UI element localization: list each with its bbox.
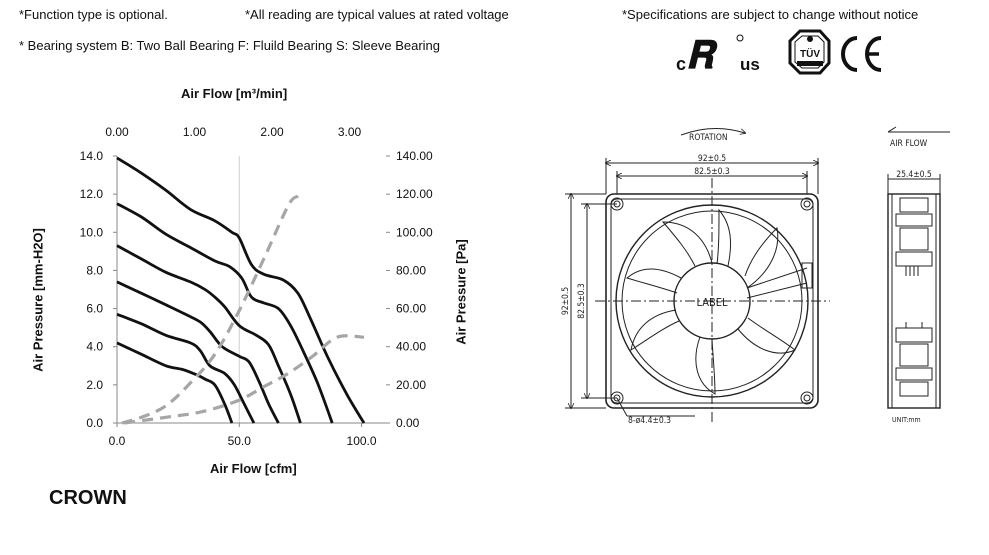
right-tick-label: 120.00 <box>396 187 433 201</box>
x-axis-title: Air Flow [cfm] <box>210 461 297 476</box>
pq-curve-1 <box>116 202 334 424</box>
left-tick-label: 10.0 <box>80 225 104 239</box>
x-tick-label: 100.0 <box>347 434 377 448</box>
ul-c-text: c <box>676 54 686 74</box>
left-tick-label: 4.0 <box>86 340 103 354</box>
ce-mark: CE <box>673 28 882 72</box>
height-inner-dim: 82.5±0.3 <box>577 283 587 319</box>
hole-spec: 8-ø4.4±0.3 <box>628 416 671 426</box>
top-tick-label: 2.00 <box>260 125 284 139</box>
certification-marks: c 𝐑 us TÜV CE <box>673 28 882 77</box>
top-tick-label: 0.00 <box>105 125 129 139</box>
width-inner-dim: 82.5±0.3 <box>694 167 730 177</box>
x-tick-label: 0.0 <box>109 434 126 448</box>
height-outer-dim: 92±0.5 <box>561 287 571 315</box>
pq-curve-0 <box>116 156 366 424</box>
left-tick-label: 12.0 <box>80 187 104 201</box>
pq-curve-4 <box>116 312 256 424</box>
tuv-mark: TÜV <box>788 29 831 75</box>
width-outer-dim: 92±0.5 <box>698 154 726 164</box>
right-tick-label: 100.00 <box>396 225 433 239</box>
ul-mark: c 𝐑 us <box>676 34 760 77</box>
ul-us-text: us <box>740 55 760 74</box>
impedance-curve-6 <box>121 194 300 425</box>
rotation-label: ROTATION <box>689 133 728 143</box>
typical-values-note: *All reading are typical values at rated… <box>245 7 509 22</box>
impedance-curve-7 <box>124 334 365 425</box>
right-tick-label: 20.00 <box>396 378 426 392</box>
fan-front-drawing: ROTATION 92±0.5 82.5±0.3 92±0.5 82.5±0.3… <box>561 127 830 426</box>
right-tick-label: 60.00 <box>396 302 426 316</box>
ce-text: CE <box>673 28 675 30</box>
label-text: LABEL <box>696 296 728 309</box>
tuv-text: TÜV <box>800 47 820 60</box>
depth-dim: 25.4±0.5 <box>896 170 932 180</box>
left-tick-label: 0.0 <box>86 416 103 430</box>
bearing-system-note: * Bearing system B: Two Ball Bearing F: … <box>19 38 441 53</box>
top-tick-label: 1.00 <box>183 125 207 139</box>
pq-curve-2 <box>116 244 302 424</box>
function-type-note: *Function type is optional. <box>19 7 168 22</box>
top-axis-title: Air Flow [m³/min] <box>181 86 288 101</box>
right-tick-label: 80.00 <box>396 263 426 277</box>
pq-curve-3 <box>116 280 280 424</box>
svg-text:𝐑: 𝐑 <box>686 35 718 77</box>
airflow-label: AIR FLOW <box>890 139 928 149</box>
left-tick-label: 8.0 <box>86 263 103 277</box>
pq-chart: 0.02.04.06.08.010.012.014.00.0020.0040.0… <box>80 125 433 448</box>
fan-side-drawing: AIR FLOW 25.4±0.5 UNIT:mm <box>887 126 950 424</box>
right-tick-label: 0.00 <box>396 416 420 430</box>
brand-name: CROWN <box>49 487 127 509</box>
right-tick-label: 140.00 <box>396 149 433 163</box>
left-tick-label: 6.0 <box>86 302 103 316</box>
x-tick-label: 50.0 <box>228 434 252 448</box>
unit-label: UNIT:mm <box>892 416 921 424</box>
top-tick-label: 3.00 <box>338 125 362 139</box>
spec-change-note: *Specifications are subject to change wi… <box>622 7 919 22</box>
right-tick-label: 40.00 <box>396 340 426 354</box>
left-tick-label: 14.0 <box>80 149 104 163</box>
left-tick-label: 2.0 <box>86 378 103 392</box>
